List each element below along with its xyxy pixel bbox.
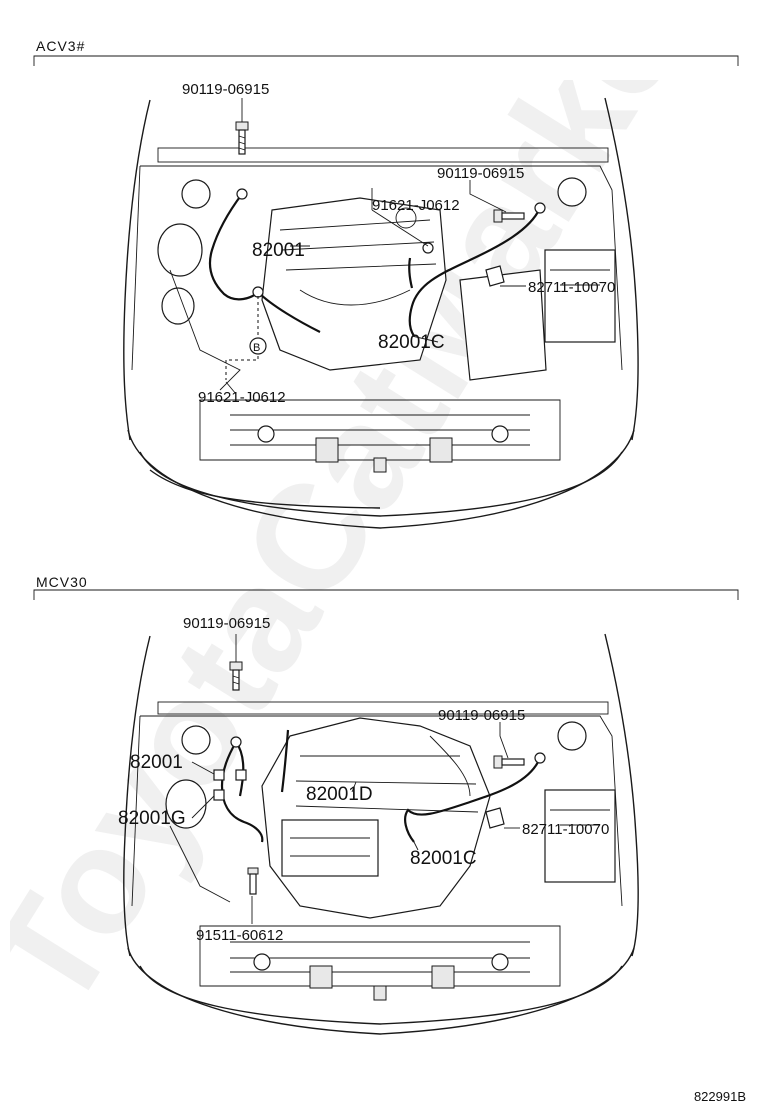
marker-b-circle: [249, 337, 267, 355]
label-82001g: 82001G: [118, 808, 186, 829]
battery: [544, 249, 616, 343]
section-frame-mcv30: [33, 589, 739, 600]
bolt-icon: [247, 867, 259, 895]
label-90119-06915-top: 90119-06915: [182, 81, 269, 98]
label-90119-06915-top: 90119-06915: [183, 615, 270, 632]
bolt-icon: [229, 661, 243, 691]
label-82001: 82001: [130, 752, 183, 773]
bolt-icon: [493, 209, 525, 223]
label-82711-10070: 82711-10070: [522, 821, 609, 838]
section-frame-acv3: [33, 55, 739, 66]
harness-82001c: [404, 757, 542, 843]
harness-82001c: [408, 207, 542, 337]
air-cleaner: [459, 269, 547, 381]
label-90119-06915-right: 90119-06915: [438, 707, 525, 724]
bolt-icon: [493, 755, 525, 769]
bumper-outline: [127, 947, 635, 1035]
engine-bay-diagram-mcv30: 90119-06915 90119-06915 82001 82001D 820…: [118, 615, 639, 1035]
label-82001c: 82001C: [378, 332, 445, 353]
bumper-outline: [127, 429, 635, 529]
clamp-icon: [485, 807, 505, 829]
label-90119-06915-right: 90119-06915: [437, 165, 524, 182]
hood-outline: [123, 635, 151, 957]
harness-82001d: [280, 729, 290, 793]
label-82001c: 82001C: [410, 848, 477, 869]
label-82001: 82001: [252, 240, 305, 261]
label-82711-10070: 82711-10070: [528, 279, 615, 296]
battery: [544, 789, 616, 883]
engine-block: [261, 717, 491, 919]
section-title-acv3: ACV3#: [36, 38, 86, 54]
marker-b-label: B: [253, 342, 260, 354]
bolt-icon: [235, 121, 249, 155]
engine-bay-diagram-acv3: B 90119-06915 90119-06915 91621-J0612 82…: [123, 81, 639, 529]
label-91621-j0612-bottom: 91621-J0612: [198, 389, 286, 406]
label-91511-60612: 91511-60612: [196, 927, 283, 944]
harness-82001: [208, 193, 259, 301]
label-91621-j0612-mid: 91621-J0612: [372, 197, 460, 214]
section-title-mcv30: MCV30: [36, 574, 88, 590]
hood-outline: [123, 99, 151, 441]
label-82001d: 82001D: [306, 784, 373, 805]
figure-number: 822991B: [693, 1089, 746, 1104]
harness-82001g: [220, 741, 264, 843]
clamp-icon: [485, 265, 505, 287]
